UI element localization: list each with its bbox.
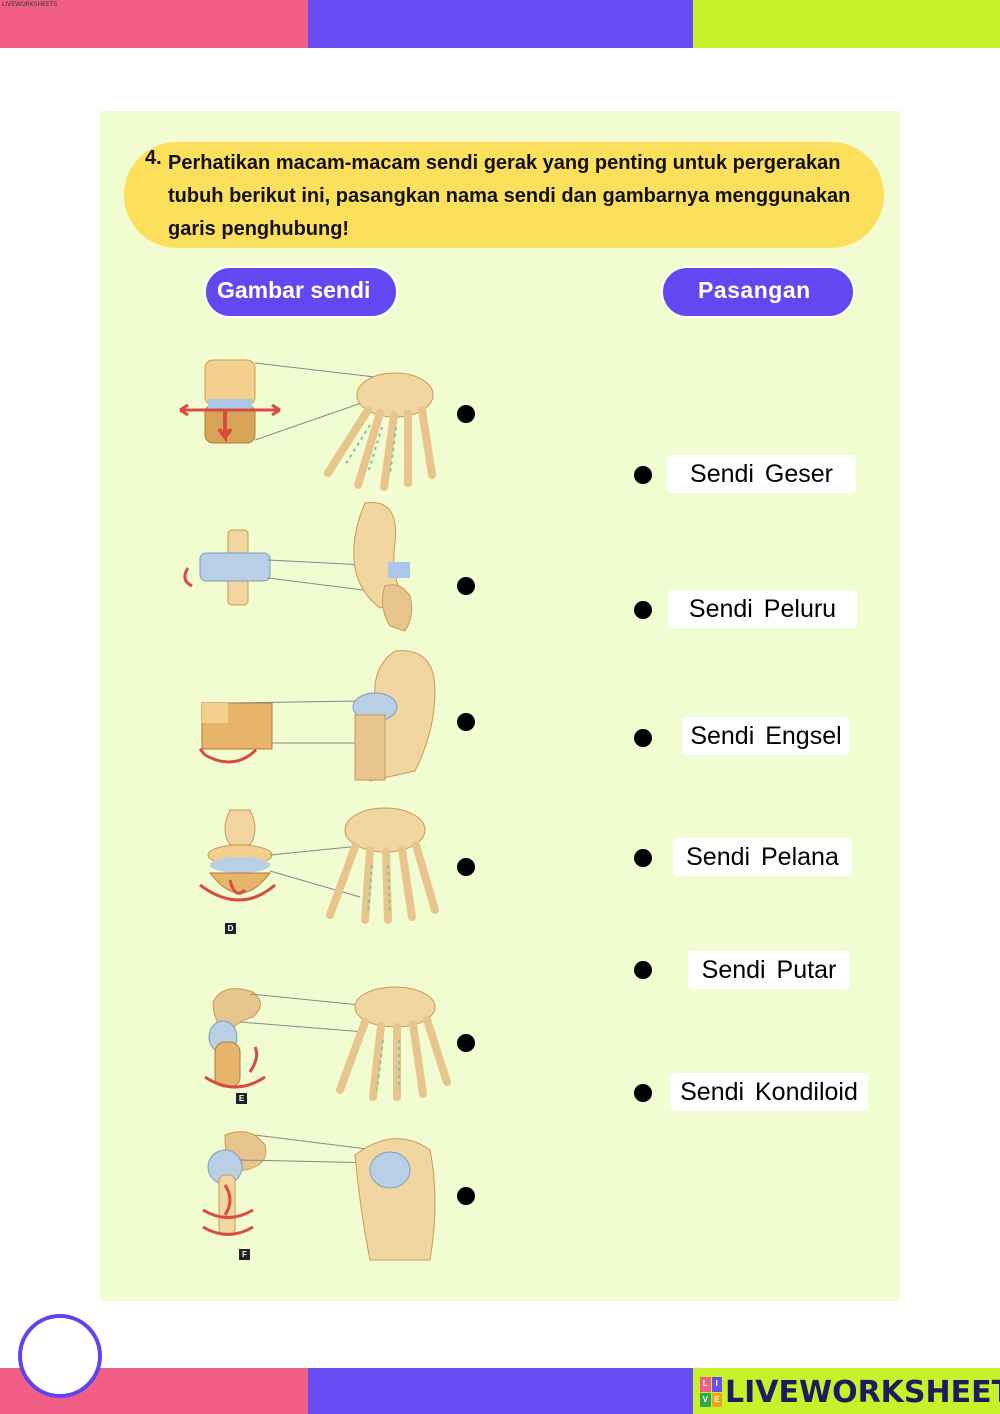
bottom-band-purple [308,1368,693,1414]
header-gambar-sendi: Gambar sendi [204,266,398,318]
left-dot-6[interactable] [457,1187,475,1205]
question-bubble [124,142,884,248]
circle-decoration [18,1314,102,1398]
liveworksheets-text: LIVEWORKSHEETS [725,1374,1000,1410]
joint-image-4-saddle [199,807,439,924]
liveworksheets-logo-icon: L I V E [700,1377,722,1407]
joint-image-6-ball-socket [202,1131,436,1261]
logo-letter-e: E [711,1392,722,1407]
right-dot-2[interactable] [634,601,652,619]
top-band-lime [693,0,1000,48]
right-dot-5[interactable] [634,961,652,979]
answer-label-sendi-geser: Sendi Geser [667,455,856,493]
right-dot-4[interactable] [634,849,652,867]
top-band-purple [308,0,693,48]
right-dot-6[interactable] [634,1084,652,1102]
answer-label-sendi-kondiloid: Sendi Kondiloid [670,1073,868,1111]
figure-letter-f: F [239,1249,250,1260]
top-band-pink [0,0,308,48]
logo-letter-v: V [700,1392,711,1407]
joint-image-3-pivot [198,650,436,782]
question-number: 4. [145,147,162,169]
figure-letter-d: D [225,923,236,934]
right-dot-1[interactable] [634,466,652,484]
joint-image-1-hand-gliding [179,359,436,491]
answer-label-sendi-pelana: Sendi Pelana [673,838,852,876]
bottom-band-lime [693,1368,1000,1414]
left-dot-5[interactable] [457,1034,475,1052]
left-dot-3[interactable] [457,713,475,731]
left-dot-1[interactable] [457,405,475,423]
figure-letter-e: E [236,1093,247,1104]
answer-label-sendi-engsel: Sendi Engsel [682,717,850,755]
logo-letter-l: L [700,1377,711,1392]
liveworksheets-brand[interactable]: L I V E LIVEWORKSHEETS [700,1374,1000,1410]
right-dot-3[interactable] [634,729,652,747]
logo-letter-i: I [711,1377,722,1392]
answer-label-sendi-peluru: Sendi Peluru [668,590,857,628]
question-text: Perhatikan macam-macam sendi gerak yang … [168,152,851,240]
top-logo: LIVEWORKSHEETS [2,1,58,8]
answer-label-sendi-putar: Sendi Putar [688,951,850,989]
joint-image-5-condyloid [204,986,451,1101]
left-dot-4[interactable] [457,858,475,876]
joint-image-2-elbow-hinge [183,502,413,632]
header-pasangan: Pasangan [661,266,855,318]
left-dot-2[interactable] [457,577,475,595]
